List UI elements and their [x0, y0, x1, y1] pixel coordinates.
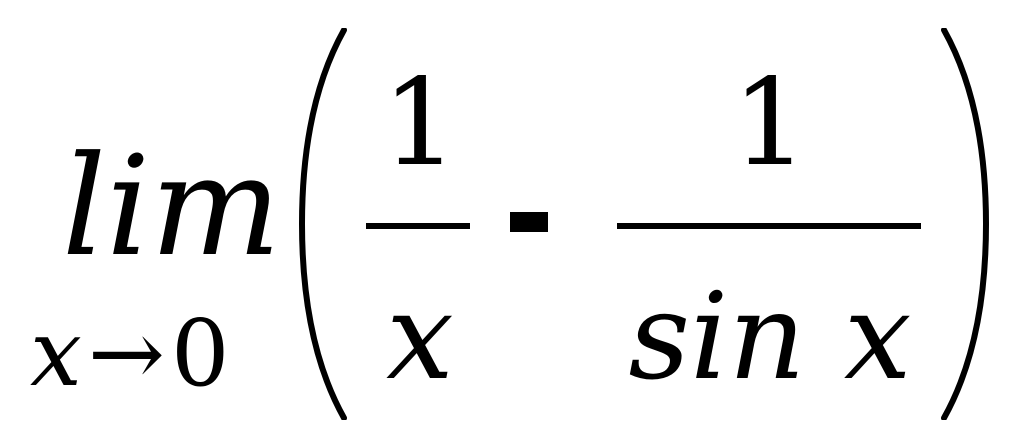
minus-operator	[510, 212, 548, 232]
left-parenthesis-icon	[298, 28, 358, 420]
limit-word: lim	[62, 126, 282, 287]
fraction2-numerator: 1	[731, 54, 809, 193]
fraction2-bar	[617, 223, 921, 229]
right-parenthesis-icon	[930, 28, 990, 420]
limit-target: 0	[170, 300, 230, 407]
limit-arrow: →	[87, 300, 165, 407]
fraction1-denominator: x	[386, 268, 454, 407]
fraction1-bar	[366, 223, 470, 229]
limit-subscript: x→0	[30, 308, 230, 400]
limit-variable: x	[30, 300, 82, 407]
fraction1-numerator: 1	[381, 54, 459, 193]
fraction2-denominator: sin x	[628, 268, 912, 407]
